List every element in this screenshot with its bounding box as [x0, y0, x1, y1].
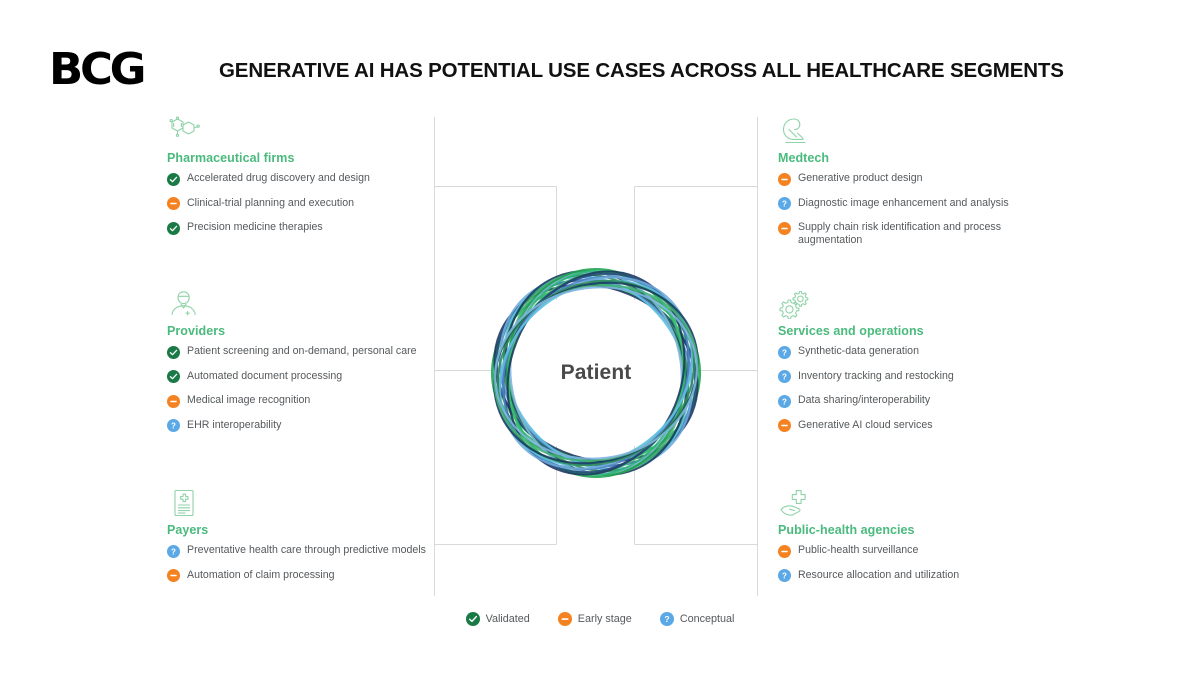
- use-case-label: Supply chain risk identification and pro…: [798, 221, 1002, 246]
- early-stage-dash-icon: [557, 612, 572, 626]
- legend-label: Validated: [485, 613, 530, 625]
- gears-icon: [778, 289, 1046, 319]
- validated-check-icon: [167, 172, 180, 186]
- legend-item-early-stage: Early stage: [557, 612, 632, 626]
- validated-check-icon: [167, 370, 180, 383]
- use-case-label: Medical image recognition: [187, 394, 311, 406]
- use-case-label: Precision medicine therapies: [187, 221, 323, 233]
- conceptual-question-icon: ?: [778, 569, 791, 582]
- microscope-icon: [778, 116, 1046, 146]
- use-case-item: ? Data sharing/interoperability: [778, 394, 1046, 408]
- legend-label: Conceptual: [679, 613, 735, 625]
- svg-text:?: ?: [782, 572, 787, 581]
- early-stage-dash-icon: [778, 221, 791, 235]
- use-case-label: Accelerated drug discovery and design: [187, 172, 370, 184]
- use-case-label: Automation of claim processing: [187, 568, 335, 581]
- doctor-icon: [167, 289, 437, 319]
- use-case-item: Automated document processing: [167, 369, 437, 383]
- segment-title: Services and operations: [778, 324, 924, 338]
- use-case-label: Generative AI cloud services: [798, 418, 933, 431]
- spirograph-graphic: [490, 267, 702, 479]
- segment-payers: Payers? Preventative health care through …: [167, 488, 437, 582]
- use-case-item: Generative AI cloud services: [778, 418, 1046, 432]
- use-case-item: Accelerated drug discovery and design: [167, 172, 437, 186]
- patient-label: Patient: [560, 361, 632, 384]
- hand-cross-icon: [778, 488, 1046, 518]
- use-case-label: EHR interoperability: [187, 418, 282, 431]
- use-case-item: Generative product design: [778, 172, 1046, 186]
- early-stage-dash-icon: [167, 394, 180, 408]
- bcg-logo: BCG: [49, 44, 146, 95]
- status-legend: Validated Early stage? Conceptual: [0, 612, 1200, 626]
- use-case-label: Resource allocation and utilization: [798, 568, 960, 581]
- page-header: BCG GENERATIVE AI HAS POTENTIAL USE CASE…: [0, 0, 1200, 112]
- conceptual-question-icon: ?: [778, 370, 791, 383]
- use-case-item: ? Preventative health care through predic…: [167, 544, 437, 558]
- svg-text:?: ?: [782, 348, 787, 357]
- legend-label: Early stage: [577, 613, 632, 625]
- early-stage-dash-icon: [778, 172, 791, 186]
- svg-text:?: ?: [782, 397, 787, 406]
- conceptual-question-icon: ?: [778, 197, 791, 210]
- use-case-label: Public-health surveillance: [798, 544, 919, 556]
- svg-text:?: ?: [171, 422, 176, 431]
- svg-text:?: ?: [782, 200, 787, 209]
- conceptual-question-icon: ?: [778, 345, 791, 359]
- early-stage-dash-icon: [778, 419, 791, 432]
- use-case-item: Clinical-trial planning and execution: [167, 196, 437, 210]
- legend-item-conceptual: ? Conceptual: [659, 612, 735, 626]
- early-stage-dash-icon: [167, 197, 180, 210]
- legend-item-validated: Validated: [465, 612, 530, 626]
- use-case-label: Synthetic-data generation: [798, 345, 919, 357]
- use-case-label: Generative product design: [798, 172, 923, 184]
- use-case-item: Patient screening and on-demand, persona…: [167, 345, 437, 359]
- use-case-label: Inventory tracking and restocking: [798, 369, 954, 382]
- conceptual-question-icon: ?: [778, 394, 791, 408]
- use-case-label: Automated document processing: [187, 369, 343, 382]
- use-case-item: ? EHR interoperability: [167, 418, 437, 432]
- page-title: GENERATIVE AI HAS POTENTIAL USE CASES AC…: [219, 59, 1064, 82]
- segment-title: Payers: [167, 523, 209, 537]
- use-case-label: Clinical-trial planning and execution: [187, 196, 355, 209]
- conceptual-question-icon: ?: [659, 612, 674, 626]
- use-case-label: Preventative health care through predict…: [187, 544, 426, 556]
- early-stage-dash-icon: [778, 544, 791, 558]
- segment-title: Public-health agencies: [778, 523, 915, 537]
- patient-hub: Patient: [482, 266, 710, 480]
- use-case-item: ? Inventory tracking and restocking: [778, 369, 1046, 383]
- validated-check-icon: [167, 221, 180, 235]
- use-case-item: Automation of claim processing: [167, 568, 437, 582]
- use-case-item: ? Synthetic-data generation: [778, 345, 1046, 359]
- conceptual-question-icon: ?: [167, 544, 180, 558]
- use-case-label: Patient screening and on-demand, persona…: [187, 345, 417, 357]
- segment-title: Providers: [167, 324, 226, 338]
- use-case-item: Public-health surveillance: [778, 544, 1046, 558]
- use-case-item: ? Diagnostic image enhancement and analys…: [778, 196, 1046, 210]
- segment-title: Pharmaceutical firms: [167, 151, 295, 165]
- use-case-item: Precision medicine therapies: [167, 221, 437, 235]
- svg-text:?: ?: [782, 373, 787, 382]
- use-case-item: Medical image recognition: [167, 394, 437, 408]
- early-stage-dash-icon: [167, 569, 180, 582]
- conceptual-question-icon: ?: [167, 419, 180, 432]
- svg-text:?: ?: [664, 614, 669, 624]
- validated-check-icon: [167, 345, 180, 359]
- segment-title: Medtech: [778, 151, 830, 165]
- validated-check-icon: [465, 612, 480, 626]
- document-cross-icon: [167, 488, 437, 518]
- segment-services-and-operations: Services and operations? Synthetic-data g…: [778, 289, 1046, 432]
- use-case-label: Diagnostic image enhancement and analysi…: [798, 196, 1009, 209]
- use-case-item: Supply chain risk identification and pro…: [778, 221, 1046, 246]
- use-case-item: ? Resource allocation and utilization: [778, 568, 1046, 582]
- svg-text:?: ?: [171, 547, 176, 556]
- molecule-icon: [167, 116, 437, 146]
- use-case-label: Data sharing/interoperability: [798, 394, 931, 406]
